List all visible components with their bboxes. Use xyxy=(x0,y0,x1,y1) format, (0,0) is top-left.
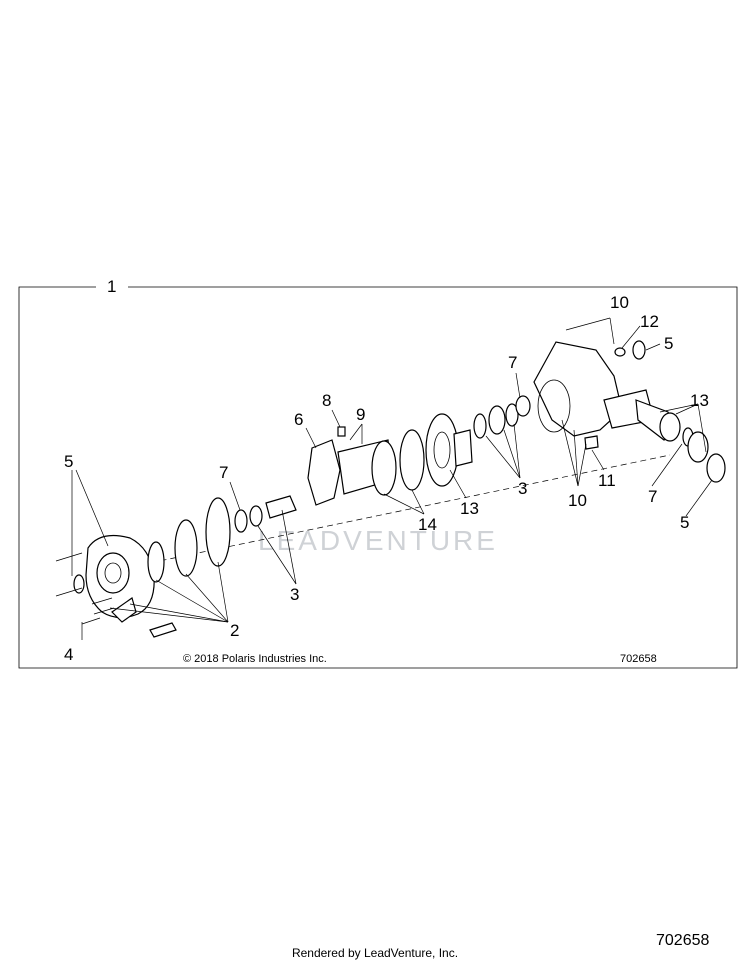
retaining-clip xyxy=(149,622,177,638)
callout-13-middle: 13 xyxy=(460,499,479,518)
bearing-3c xyxy=(505,403,519,427)
assembly-axis xyxy=(91,454,671,576)
callout-13-right: 13 xyxy=(690,391,709,410)
callout-3-left: 3 xyxy=(290,585,299,604)
copyright-text: © 2018 Polaris Industries Inc. xyxy=(183,653,327,665)
seal-5-top xyxy=(632,340,646,360)
callout-5-left: 5 xyxy=(64,452,73,471)
seal-7-middle xyxy=(515,395,531,417)
callout-8: 8 xyxy=(322,391,331,410)
callout-7-left: 7 xyxy=(219,463,228,482)
callout-10-bottom: 10 xyxy=(568,491,587,510)
o-ring-medium xyxy=(174,519,198,577)
callout-1: 1 xyxy=(107,277,116,296)
callout-7-right: 7 xyxy=(648,487,657,506)
callout-14: 14 xyxy=(418,515,437,534)
callout-10-top: 10 xyxy=(610,293,629,312)
callout-9: 9 xyxy=(356,405,365,424)
spider-plate xyxy=(307,439,341,506)
callout-5-top: 5 xyxy=(664,334,673,353)
left-housing-cover xyxy=(85,535,155,623)
bearing-3a xyxy=(473,413,487,439)
callout-5-right: 5 xyxy=(680,513,689,532)
o-ring-large xyxy=(205,497,231,567)
output-ring xyxy=(687,431,709,463)
callout-7-middle: 7 xyxy=(508,353,517,372)
callout-3-right: 3 xyxy=(518,479,527,498)
callout-11: 11 xyxy=(598,471,616,490)
ring-14b xyxy=(399,429,425,491)
callout-2: 2 xyxy=(230,621,239,640)
pin xyxy=(337,426,346,437)
ring-14a xyxy=(371,440,397,496)
bearing-3-left xyxy=(249,505,263,527)
seal-5-right xyxy=(706,453,726,483)
callout-6: 6 xyxy=(294,410,303,429)
o-ring-small xyxy=(147,541,165,583)
ring-gear xyxy=(425,413,473,487)
leader-lines xyxy=(71,317,713,640)
callout-12: 12 xyxy=(640,312,659,331)
pinion-shaft xyxy=(265,495,297,519)
figure-number: 702658 xyxy=(620,653,657,665)
cover-screws xyxy=(55,552,115,625)
watermark: LEADVENTURE xyxy=(258,525,498,556)
page-id: 702658 xyxy=(656,932,710,949)
bearing-3b xyxy=(488,405,506,435)
output-bearing xyxy=(659,412,681,442)
fill-plug xyxy=(614,347,626,357)
diagram-frame xyxy=(18,286,738,669)
seal-7-left xyxy=(234,509,248,533)
callout-4: 4 xyxy=(64,645,73,664)
rendered-by-note: Rendered by LeadVenture, Inc. xyxy=(291,946,459,960)
drain-plug xyxy=(584,435,599,450)
